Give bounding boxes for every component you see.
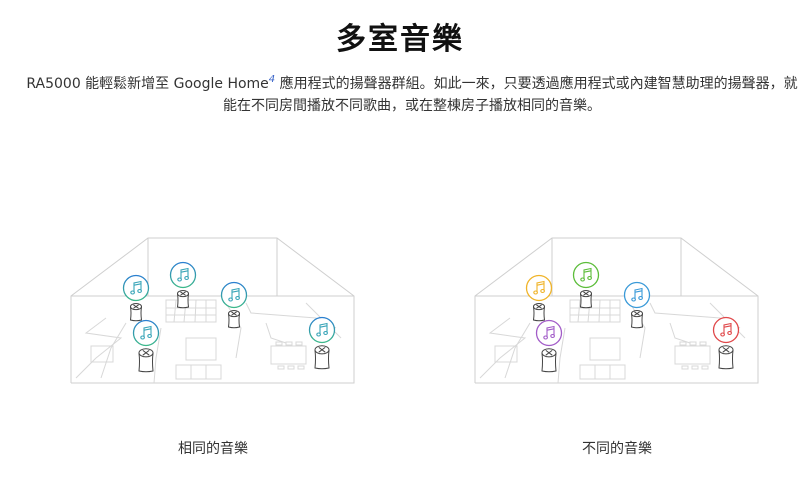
music-bubble-icon [712, 316, 740, 344]
description-text-cont: 應用程式的揚聲器群組。如此一來，只要透過應用程式或內建智慧助理的揚聲器，就能在不… [223, 76, 798, 114]
music-bubble-icon [623, 281, 651, 309]
music-note-icon [580, 267, 592, 282]
section-description: RA5000 能輕鬆新增至 Google Home4 應用程式的揚聲器群組。如此… [22, 73, 800, 117]
speaker-icon [532, 303, 546, 322]
music-bubble-icon [132, 319, 160, 347]
music-note-icon [130, 280, 142, 295]
description-text: RA5000 能輕鬆新增至 Google Home [26, 76, 269, 92]
same-music-illustration [66, 228, 366, 393]
music-note-icon [140, 325, 152, 340]
speaker-icon [129, 303, 143, 322]
speaker-0 [525, 274, 553, 322]
music-note-icon [316, 322, 328, 337]
room-outline-icon [474, 237, 759, 384]
speaker-3 [132, 319, 160, 373]
speaker-4 [308, 316, 336, 370]
speaker-icon [541, 348, 557, 373]
floor-plan-icon [479, 299, 746, 384]
speaker-icon [176, 290, 190, 309]
music-note-icon [720, 322, 732, 337]
music-bubble-icon [535, 319, 563, 347]
music-bubble-icon [220, 281, 248, 309]
music-note-icon [228, 287, 240, 302]
music-bubble-icon [122, 274, 150, 302]
speaker-1 [572, 261, 600, 309]
footnote-link[interactable]: 4 [268, 74, 276, 85]
speaker-3 [535, 319, 563, 373]
music-note-icon [177, 267, 189, 282]
music-bubble-icon [308, 316, 336, 344]
same-music-caption: 相同的音樂 [178, 441, 248, 457]
different-music-illustration [470, 228, 770, 393]
music-bubble-icon [572, 261, 600, 289]
speaker-4 [712, 316, 740, 370]
music-note-icon [533, 280, 545, 295]
speaker-2 [623, 281, 651, 329]
music-bubble-icon [169, 261, 197, 289]
speaker-1 [169, 261, 197, 309]
section-title: 多室音樂 [336, 22, 464, 57]
speaker-icon [314, 345, 330, 370]
speaker-0 [122, 274, 150, 322]
different-music-caption: 不同的音樂 [582, 441, 652, 457]
speaker-2 [220, 281, 248, 329]
speaker-icon [227, 310, 241, 329]
music-note-icon [631, 287, 643, 302]
speaker-icon [630, 310, 644, 329]
floor-plan-icon [75, 299, 342, 384]
speaker-icon [579, 290, 593, 309]
speaker-icon [718, 345, 734, 370]
music-bubble-icon [525, 274, 553, 302]
speaker-icon [138, 348, 154, 373]
music-note-icon [543, 325, 555, 340]
